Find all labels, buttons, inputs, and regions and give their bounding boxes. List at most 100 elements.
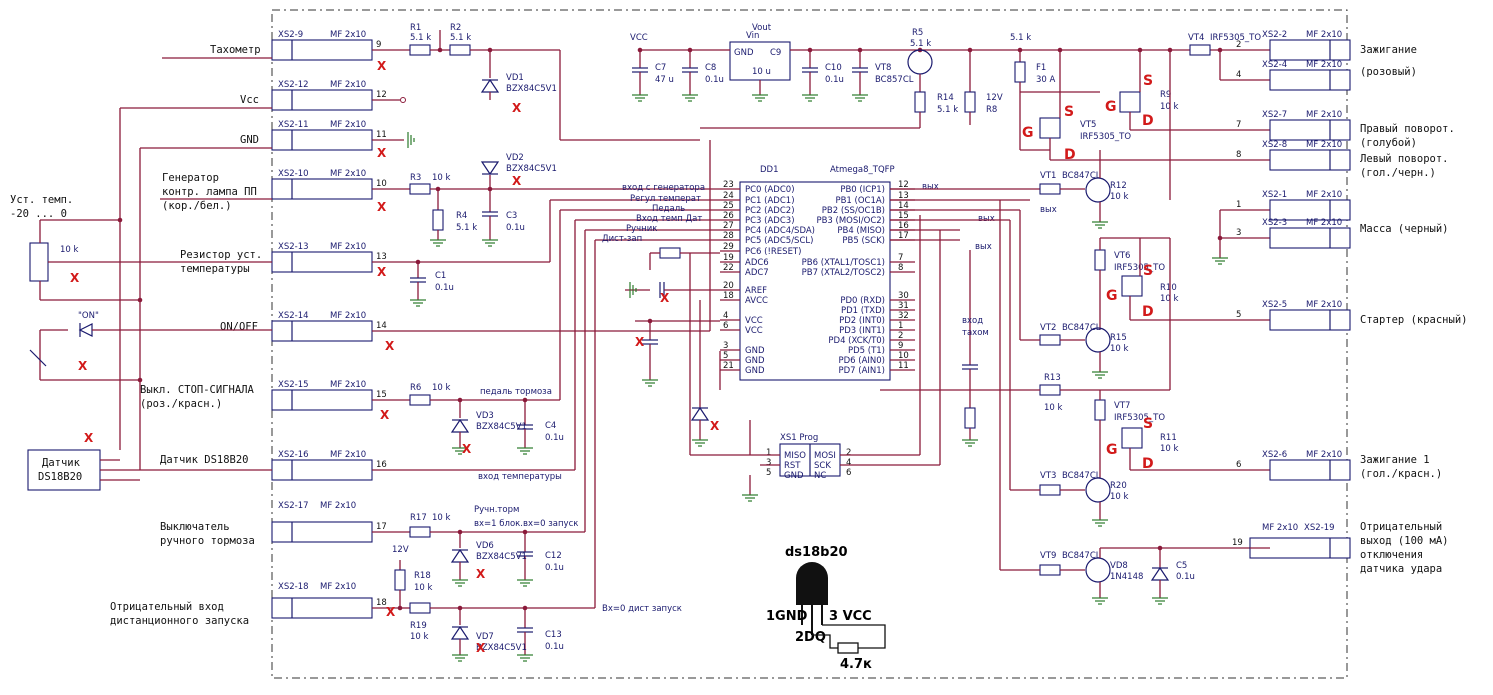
mcu-body — [739, 181, 891, 381]
label-neg-out: Отрицательный — [1360, 521, 1442, 533]
label-temp-resistor: Резистор уст. — [180, 249, 262, 261]
ground-icon — [1092, 371, 1108, 379]
conn-pin: 19 — [1232, 538, 1243, 548]
mcu-pin-name: PD4 (XCK/T0) — [828, 336, 885, 346]
chassis-ground-icon — [407, 132, 415, 148]
ground-icon — [802, 94, 818, 102]
comp-label: BZX84C5V1 — [506, 164, 557, 174]
prog-pin-name: RST — [784, 461, 801, 471]
conn-pin: 11 — [376, 130, 387, 140]
mcu-pin-number: 11 — [898, 361, 909, 371]
conn-pin: 15 — [376, 390, 387, 400]
label-sensor-part: DS18B20 — [38, 471, 82, 483]
conn-xs2-18 — [271, 597, 373, 619]
conn-xs2-12 — [271, 89, 373, 111]
ground-icon — [742, 494, 758, 502]
mcu-pin-number: 6 — [723, 321, 728, 331]
net-label: вых — [975, 242, 992, 252]
label-stop-switch-color: (роз./красн.) — [140, 398, 222, 410]
mosfet-terminal-marker: G — [1106, 288, 1118, 304]
comp-label: BC847CL — [1062, 171, 1101, 181]
conn-ref: XS2-17 — [278, 501, 309, 511]
label-neg-out-3: отключения — [1360, 549, 1423, 561]
mcu-pin-number: 19 — [723, 253, 734, 263]
mcu-pin-name: GND — [745, 356, 765, 366]
conn-ref: XS2-13 — [278, 242, 309, 252]
net-label: тахом — [962, 328, 989, 338]
mcu-pin-name: PB5 (SCK) — [842, 236, 885, 246]
external-left: Уст. темп. -20 ... 0 10 k "ON" Датчик DS… — [10, 108, 272, 491]
prog-pin-name: SCK — [814, 461, 831, 471]
label-vcc: Vcc — [240, 94, 259, 106]
comp-label: BC847CL — [1062, 471, 1101, 481]
comp-label: 10 k — [1160, 102, 1179, 112]
conn-pin: 3 — [1236, 228, 1241, 238]
r10 — [1039, 334, 1061, 346]
led-icon — [78, 323, 93, 337]
conn-xs2-17 — [271, 521, 373, 543]
mcu-pin-number: 29 — [723, 242, 734, 252]
mosfet-terminal-marker: S — [1143, 73, 1153, 89]
comp-label: R17 — [410, 513, 427, 523]
comp-label: 1N4148 — [1110, 572, 1143, 582]
comp-label: 10 k — [1110, 192, 1129, 202]
mcu-pin-name: PD3 (INT1) — [839, 326, 885, 336]
comp-label: 0.1u — [506, 223, 525, 233]
label-generator: Генератор — [162, 172, 219, 184]
ground-icon — [1152, 597, 1168, 605]
label-on-off: ON/OFF — [220, 321, 258, 333]
mcu-pin-name: PD5 (T1) — [848, 346, 885, 356]
conn-ref: XS2-4 — [1262, 60, 1287, 70]
label-sensor: Датчик — [42, 457, 81, 469]
comp-label: R9 — [1160, 90, 1171, 100]
net-label: Регул температ — [630, 194, 701, 204]
mcu-pin-number: 10 — [898, 351, 909, 361]
r3 — [409, 183, 431, 195]
comp-label: VT1 — [1040, 171, 1056, 181]
mcu-pin-number: 26 — [723, 211, 734, 221]
conn-type: MF 2x10 — [1306, 140, 1342, 150]
mcu-pin-name: PD7 (AIN1) — [838, 366, 885, 376]
vt2-transistor-icon — [1085, 327, 1111, 353]
conn-type: MF 2x10 — [1306, 190, 1342, 200]
prog-ref: XS1 Prog — [780, 433, 818, 443]
ground-icon — [632, 94, 648, 102]
power-supply: VCC Vout Vin GND C9 10 u C7 47 u — [630, 23, 1270, 200]
conn-ref: XS2-2 — [1262, 30, 1287, 40]
comp-label: C12 — [545, 551, 562, 561]
label-remote-start: Отрицательный вход — [110, 601, 224, 613]
label-gnd: GND — [240, 134, 259, 146]
ground-icon — [517, 579, 533, 587]
comp-label: F1 — [1036, 63, 1046, 73]
comp-label: Vin — [746, 31, 759, 41]
mcu-pin-number: 4 — [723, 311, 728, 321]
x-marker: X — [635, 335, 645, 349]
mcu-pin-number: 14 — [898, 201, 909, 211]
comp-label: 5.1 k — [910, 39, 931, 49]
conn-type: MF 2x10 — [330, 30, 366, 40]
label-ds18b20-sensor: Датчик DS18B20 — [160, 454, 249, 466]
prog-pin-number: 5 — [766, 468, 771, 478]
conn-pin: 6 — [1236, 460, 1241, 470]
mcu-pin-name: PB4 (MISO) — [837, 226, 885, 236]
conn-type: MF 2x10 — [1306, 218, 1342, 228]
comp-label: R5 — [912, 28, 923, 38]
comp-label: 5.1 k — [450, 33, 471, 43]
f1-fuse — [1189, 44, 1211, 56]
mcu-pin-name: GND — [745, 346, 765, 356]
ground-icon — [692, 439, 708, 447]
comp-label: IRF5305_TO — [1114, 413, 1165, 423]
label-right-turn: Правый поворот. — [1360, 123, 1455, 135]
mcu-pin-number: 22 — [723, 263, 734, 273]
comp-label: VT2 — [1040, 323, 1056, 333]
r13 — [1094, 399, 1106, 421]
label-ignition-1: Зажигание 1 — [1360, 454, 1430, 466]
mcu-pin-number: 13 — [898, 191, 909, 201]
prog-pin-number: 3 — [766, 458, 771, 468]
vt6-mosfet-icon — [1121, 275, 1143, 297]
comp-label: 30 A — [1036, 75, 1056, 85]
mcu-pin-name: PB1 (OC1A) — [835, 196, 885, 206]
comp-label: R15 — [1110, 333, 1127, 343]
r16 — [964, 407, 976, 429]
mcu-pin-number: 17 — [898, 231, 909, 241]
